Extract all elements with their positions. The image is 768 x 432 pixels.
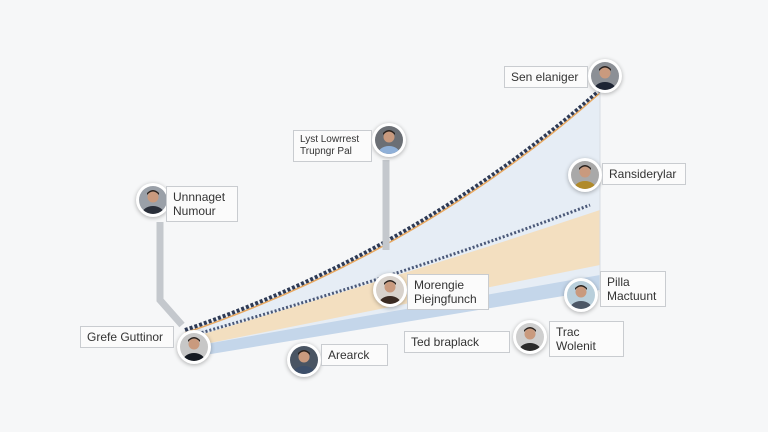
connector-1 <box>156 222 185 328</box>
person-label-line: Arearck <box>328 348 370 362</box>
avatar <box>564 278 598 312</box>
person-label: Ted braplack <box>404 331 510 353</box>
person-icon <box>290 346 318 374</box>
person-label-line: Mactuunt <box>607 289 657 303</box>
person-icon <box>375 126 403 154</box>
avatar <box>588 59 622 93</box>
person-label-line: Ted braplack <box>411 335 480 349</box>
person-icon <box>571 161 599 189</box>
person-label-line: Ransiderylar <box>609 167 677 181</box>
person-icon <box>516 323 544 351</box>
person-label-line: Grefe Guttinor <box>87 330 164 344</box>
person-icon <box>376 276 404 304</box>
person-label-line: Trupngr Pal <box>300 146 352 157</box>
person-icon <box>567 281 595 309</box>
person-label: Sen elaniger <box>504 66 588 88</box>
crowd-line <box>189 203 591 338</box>
person-icon <box>180 333 208 361</box>
person-label-line: Lyst Lowrrest <box>300 134 360 145</box>
avatar <box>513 320 547 354</box>
avatar <box>372 123 406 157</box>
person-label-line: Numour <box>173 204 216 218</box>
person-label-line: Morengie <box>414 278 465 292</box>
person-label-line: Wolenit <box>556 339 596 353</box>
person-label: Arearck <box>321 344 388 366</box>
avatar <box>177 330 211 364</box>
blue-band <box>200 275 600 355</box>
person-label-line: Sen elaniger <box>511 70 579 84</box>
avatar <box>136 183 170 217</box>
growth-curve <box>184 88 602 332</box>
avatar <box>373 273 407 307</box>
person-label: Grefe Guttinor <box>80 326 174 348</box>
person-label-line: Pilla <box>607 275 630 289</box>
avatar <box>568 158 602 192</box>
person-icon <box>591 62 619 90</box>
person-label-line: Trac <box>556 325 580 339</box>
avatar <box>287 343 321 377</box>
person-label: Ransiderylar <box>602 163 686 185</box>
person-label-line: Unnnaget <box>173 190 226 204</box>
person-label-line: Piejngfunch <box>414 292 477 306</box>
person-icon <box>139 186 167 214</box>
curve-highlight <box>184 92 601 334</box>
